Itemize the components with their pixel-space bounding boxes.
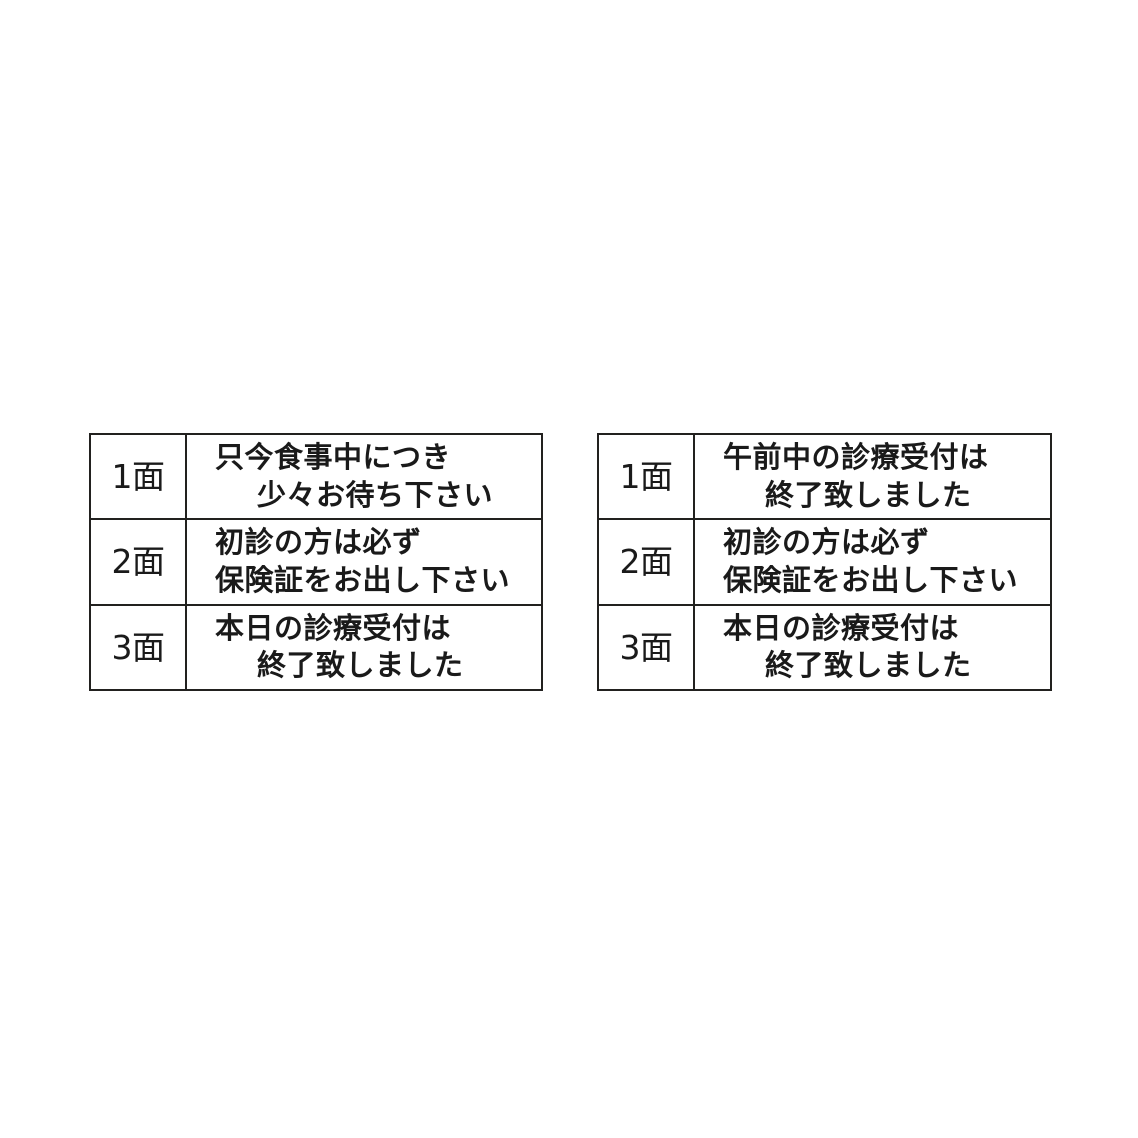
face-label-cell: 2面 bbox=[91, 520, 187, 604]
message-line: 初診の方は必ず bbox=[215, 525, 422, 560]
face-label-cell: 2面 bbox=[599, 520, 695, 604]
message-line: 保険証をお出し下さい bbox=[723, 562, 1019, 597]
face-label-cell: 3面 bbox=[91, 605, 187, 689]
face-label: 2面 bbox=[619, 542, 674, 582]
table-row: 1面 午前中の診療受付は 終了致しました bbox=[599, 435, 1050, 521]
message-line: 終了致しました bbox=[257, 648, 464, 683]
sign-table-right: 1面 午前中の診療受付は 終了致しました 2面 初診の方は必ず 保険証をお出し下… bbox=[597, 433, 1052, 691]
face-label: 1面 bbox=[111, 457, 166, 497]
face-label: 1面 bbox=[619, 457, 674, 497]
table-row: 2面 初診の方は必ず 保険証をお出し下さい bbox=[91, 520, 541, 606]
table-row: 3面 本日の診療受付は 終了致しました bbox=[599, 605, 1050, 689]
sign-table-left: 1面 只今食事中につき 少々お待ち下さい 2面 初診の方は必ず 保険証をお出し下… bbox=[89, 433, 543, 691]
face-label: 3面 bbox=[619, 627, 674, 667]
message-line: 少々お待ち下さい bbox=[257, 477, 494, 512]
message-line: 本日の診療受付は bbox=[723, 610, 960, 645]
message-line: 初診の方は必ず bbox=[723, 525, 930, 560]
message-line: 終了致しました bbox=[765, 648, 972, 683]
table-row: 3面 本日の診療受付は 終了致しました bbox=[91, 605, 541, 689]
message-cell: 初診の方は必ず 保険証をお出し下さい bbox=[187, 520, 541, 603]
message-line: 只今食事中につき bbox=[215, 439, 452, 474]
message-line: 午前中の診療受付は bbox=[723, 439, 989, 474]
message-cell: 只今食事中につき 少々お待ち下さい bbox=[187, 435, 541, 518]
face-label: 3面 bbox=[111, 627, 166, 667]
message-line: 終了致しました bbox=[765, 477, 972, 512]
message-line: 保険証をお出し下さい bbox=[215, 562, 511, 597]
message-cell: 初診の方は必ず 保険証をお出し下さい bbox=[695, 520, 1050, 603]
face-label-cell: 1面 bbox=[91, 435, 187, 519]
message-cell: 本日の診療受付は 終了致しました bbox=[695, 606, 1050, 689]
message-cell: 午前中の診療受付は 終了致しました bbox=[695, 435, 1050, 518]
message-line: 本日の診療受付は bbox=[215, 610, 452, 645]
table-row: 1面 只今食事中につき 少々お待ち下さい bbox=[91, 435, 541, 521]
face-label-cell: 1面 bbox=[599, 435, 695, 519]
face-label-cell: 3面 bbox=[599, 605, 695, 689]
message-cell: 本日の診療受付は 終了致しました bbox=[187, 606, 541, 689]
table-row: 2面 初診の方は必ず 保険証をお出し下さい bbox=[599, 520, 1050, 606]
face-label: 2面 bbox=[111, 542, 166, 582]
